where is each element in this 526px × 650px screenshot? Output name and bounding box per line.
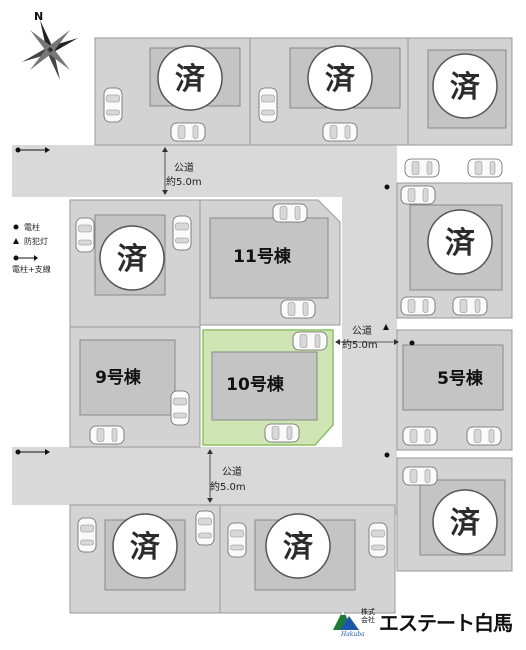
svg-text:済: 済 (450, 506, 481, 541)
car (402, 466, 438, 486)
svg-text:公道: 公道 (174, 161, 194, 174)
company-logo: 株式会社 エステート白馬 Hakuba (333, 604, 515, 644)
svg-text:約5.0m: 約5.0m (166, 175, 202, 188)
svg-text:防犯灯: 防犯灯 (24, 236, 48, 246)
car (404, 158, 440, 178)
road-top (12, 145, 397, 197)
road-middle-dimension: 公道 約5.0m (335, 324, 399, 351)
car (77, 517, 97, 553)
mountain-logo-icon (333, 610, 359, 630)
house-5 (402, 344, 504, 411)
car (280, 299, 316, 319)
svg-text:公道: 公道 (352, 324, 372, 337)
svg-text:済: 済 (130, 530, 161, 565)
svg-text:電柱: 電柱 (24, 222, 40, 232)
house-10 (211, 351, 318, 421)
svg-text:約5.0m: 約5.0m (210, 480, 246, 493)
sold-mark: 済 (432, 53, 498, 119)
svg-text:済: 済 (445, 226, 476, 261)
svg-text:N: N (34, 10, 43, 23)
lot-9-label: 9号棟 (95, 367, 142, 388)
car (170, 122, 206, 142)
house-9 (79, 339, 176, 416)
sold-mark: 済 (307, 45, 373, 111)
car (75, 217, 95, 253)
svg-text:公道: 公道 (222, 465, 242, 478)
sold-mark: 済 (99, 225, 165, 291)
company-name: エステート白馬 (379, 611, 513, 635)
sold-mark: 済 (157, 45, 223, 111)
car (170, 390, 190, 426)
road-top-dimension: 公道 約5.0m (162, 147, 202, 195)
company-sub: Hakuba (341, 631, 365, 638)
car (466, 426, 502, 446)
car (195, 510, 215, 546)
car (292, 331, 328, 351)
car (89, 425, 125, 445)
compass-icon: N (22, 10, 78, 80)
lot-5-label: 5号棟 (437, 368, 484, 389)
lot-10-label: 10号棟 (226, 374, 285, 395)
svg-text:電柱+支線: 電柱+支線 (12, 264, 51, 274)
sold-marks: 済 済 済 済 済 済 済 済 (99, 45, 498, 579)
svg-text:済: 済 (117, 242, 148, 277)
car (258, 87, 278, 123)
svg-text:済: 済 (283, 530, 314, 565)
sold-mark: 済 (427, 209, 493, 275)
car (264, 423, 300, 443)
car (400, 296, 436, 316)
sold-mark: 済 (265, 513, 331, 579)
svg-text:済: 済 (175, 62, 206, 97)
car (103, 87, 123, 123)
sold-mark: 済 (112, 513, 178, 579)
map-legend: 電柱 防犯灯 電柱+支線 (12, 222, 51, 274)
svg-text:済: 済 (325, 62, 356, 97)
car (400, 185, 436, 205)
car (172, 215, 192, 251)
house-11 (209, 217, 329, 299)
lot-11-label: 11号棟 (233, 246, 292, 267)
svg-text:済: 済 (450, 70, 481, 105)
car (322, 122, 358, 142)
road-bottom (12, 447, 397, 505)
company-type-label: 株式会社 (361, 608, 375, 624)
svg-text:約5.0m: 約5.0m (342, 338, 378, 351)
car (272, 203, 308, 223)
car (467, 158, 503, 178)
utility-poles (15, 147, 415, 458)
car (227, 522, 247, 558)
car (402, 426, 438, 446)
car (368, 522, 388, 558)
car (452, 296, 488, 316)
sold-mark: 済 (432, 489, 498, 555)
road-bottom-dimension: 公道 約5.0m (207, 449, 246, 503)
